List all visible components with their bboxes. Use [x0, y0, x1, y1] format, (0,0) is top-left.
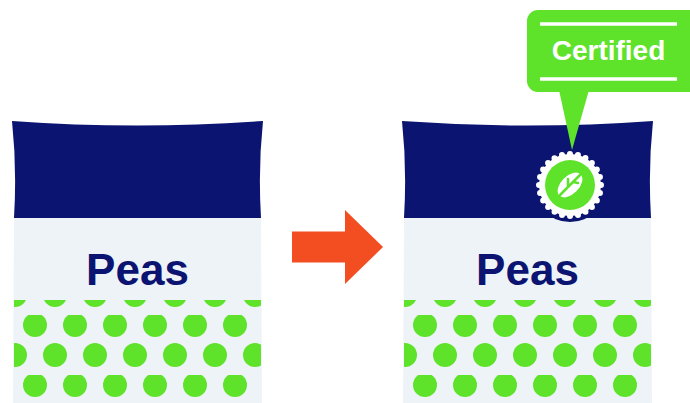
bag-top-band: [12, 121, 263, 218]
bag-body: [403, 218, 652, 403]
product-label: Peas: [12, 246, 263, 294]
product-label: Peas: [402, 246, 653, 294]
pea-bag: Peas: [402, 118, 653, 403]
callout-body: [527, 10, 690, 92]
callout-text: Certified: [527, 34, 690, 68]
arrow-head: [345, 210, 383, 284]
block-arrow: [292, 210, 383, 284]
bag-body: [13, 218, 262, 403]
certified-callout: Certified: [527, 10, 690, 92]
pea-bag: Peas: [12, 118, 263, 403]
callout-tail: [559, 90, 589, 150]
pea-dots: [14, 300, 261, 403]
bag-top-band: [402, 121, 653, 218]
arrow-shaft: [292, 232, 345, 263]
pea-dots: [404, 300, 651, 403]
